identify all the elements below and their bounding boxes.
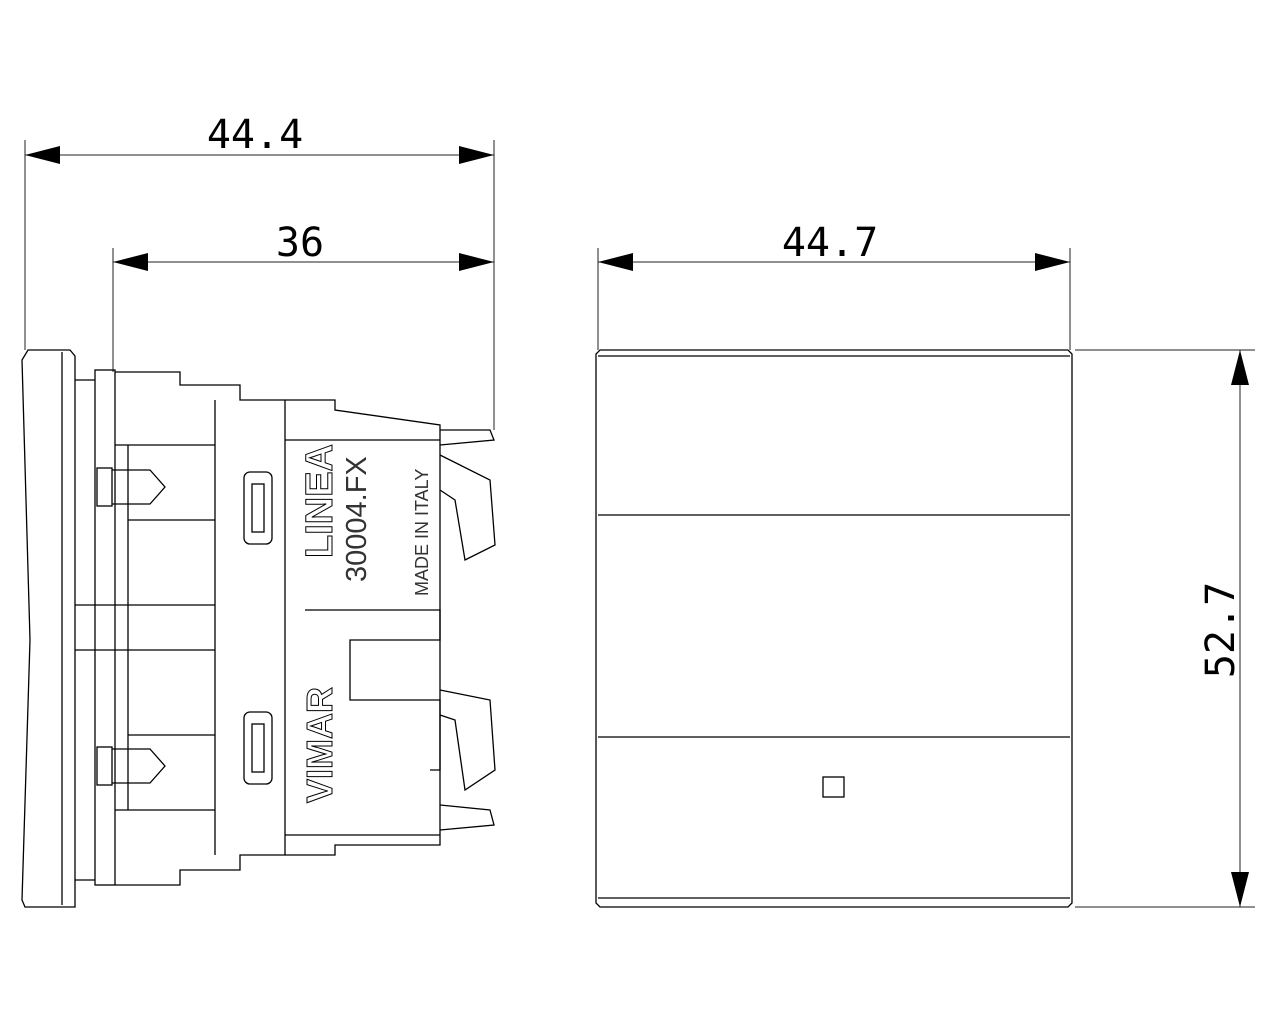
dimension-label: 44.7	[782, 220, 878, 266]
dimension-front-width: 44.7	[597, 220, 1071, 350]
dimension-overall-depth: 44.4	[24, 112, 495, 430]
dimension-front-height: 52.7	[1075, 349, 1255, 908]
side-view: LINEA 30004.FX MADE IN ITALY VIMAR	[21, 349, 496, 908]
part-number-marking: 30004.FX	[341, 456, 373, 582]
dimension-label: 44.4	[207, 112, 303, 158]
dimension-body-depth: 36	[112, 220, 494, 372]
series-marking: LINEA	[299, 444, 341, 558]
indicator-led-window	[822, 776, 845, 798]
dimension-label: 36	[276, 220, 324, 266]
brand-marking: VIMAR	[299, 687, 340, 803]
dimension-label: 52.7	[1198, 582, 1244, 678]
front-view	[595, 349, 1073, 908]
origin-marking: MADE IN ITALY	[412, 469, 432, 596]
